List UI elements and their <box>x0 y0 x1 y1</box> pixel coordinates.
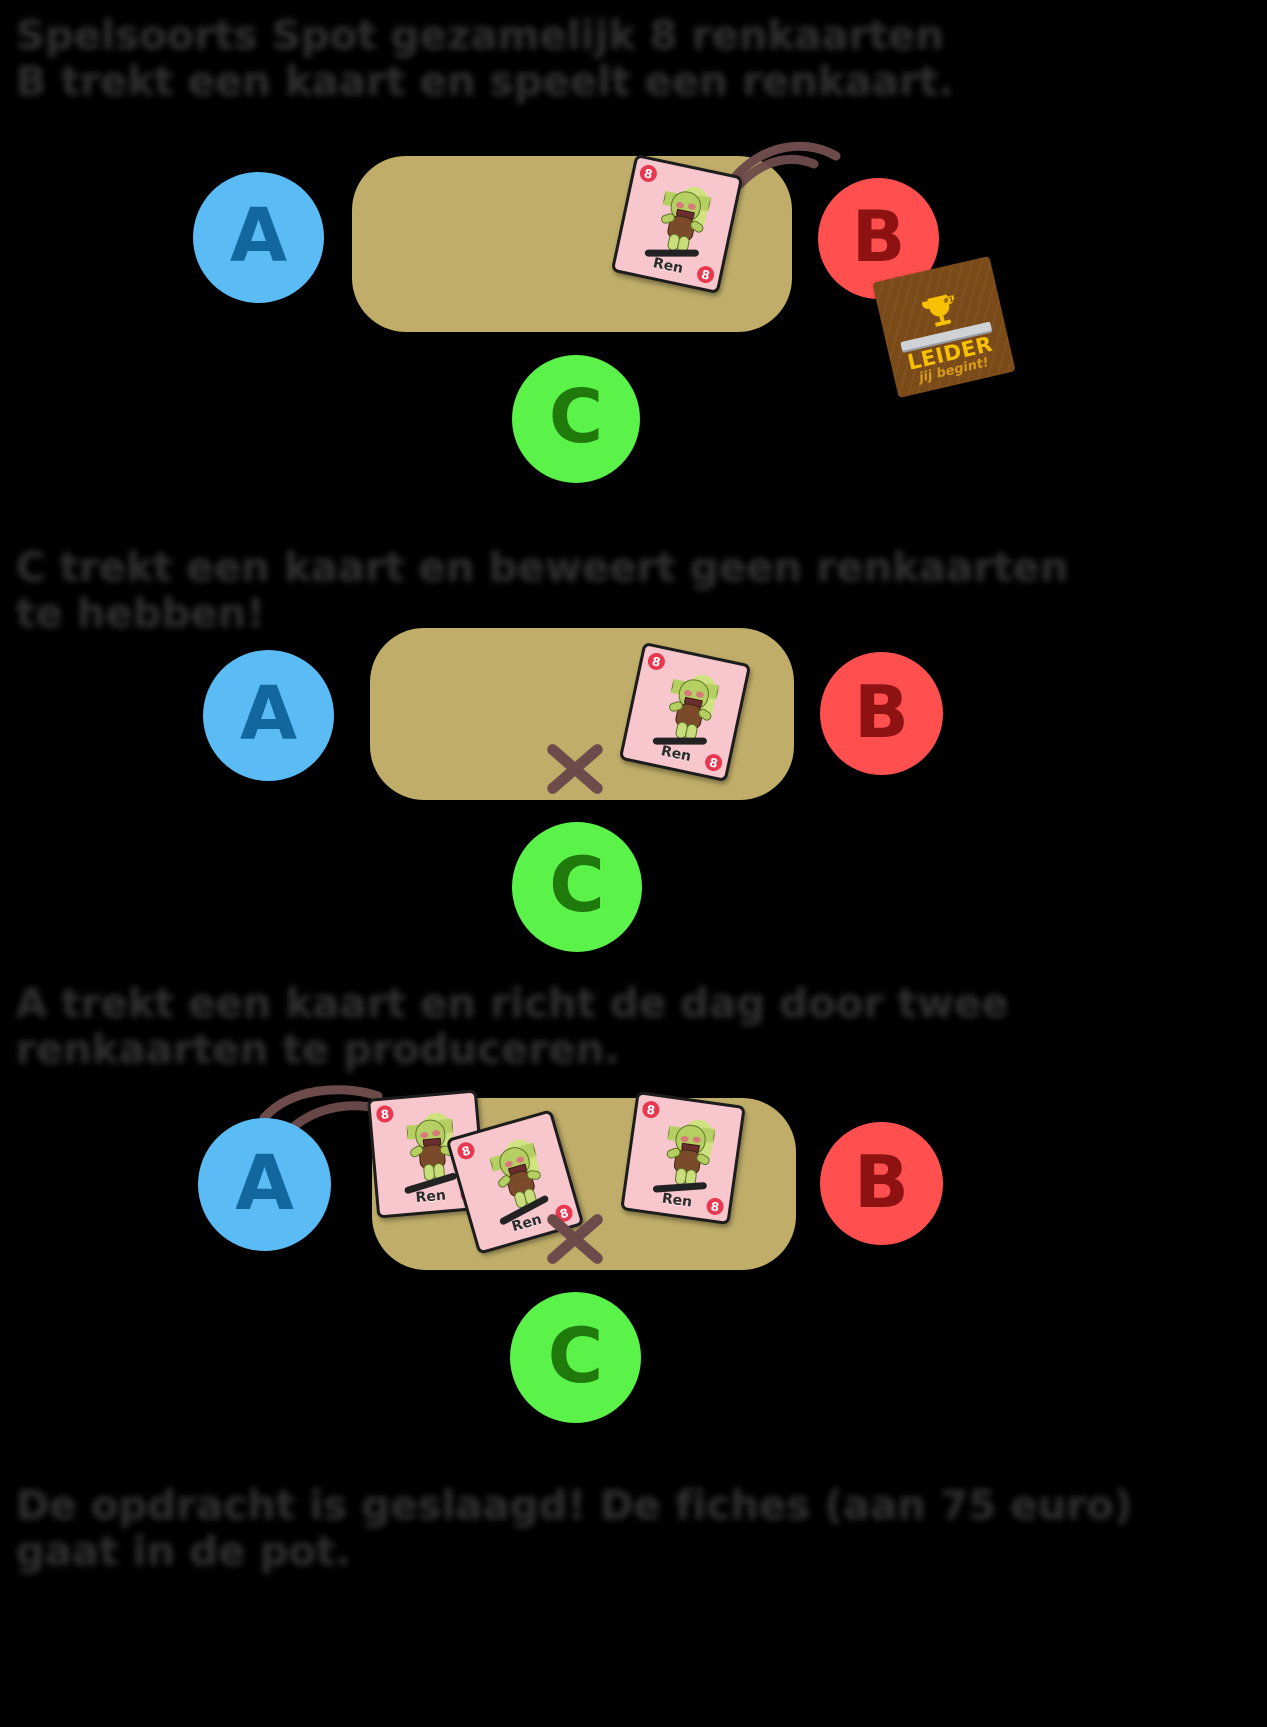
player-token-a-2: A <box>203 650 334 781</box>
player-token-a-3: A <box>198 1118 331 1251</box>
player-token-a-1: A <box>193 172 324 303</box>
ren-card: 8 8 Ren <box>620 1090 746 1226</box>
player-token-c-1: C <box>512 355 640 483</box>
player-token-c-2: C <box>512 822 642 952</box>
caption-panel-4: De opdracht is geslaagd! De fiches (aan … <box>16 1483 1133 1575</box>
caption-panel-1: Spelsoorts Spot gezamelijk 8 renkaarten … <box>16 13 954 105</box>
player-a-label: A <box>235 1137 294 1227</box>
caption-panel-3: A trekt een kaart en richt de dag door t… <box>16 981 1009 1073</box>
svg-text:#1: #1 <box>942 295 954 305</box>
player-a-label: A <box>239 670 298 757</box>
panel-2: A B C 8 8 <box>203 628 943 952</box>
no-card-x-mark <box>540 1208 610 1270</box>
player-token-b-3: B <box>820 1122 943 1245</box>
player-c-label: C <box>547 1310 604 1400</box>
player-c-label: C <box>548 374 604 460</box>
trophy-icon: #1 <box>915 288 967 339</box>
player-token-c-3: C <box>510 1292 641 1423</box>
player-c-label: C <box>549 840 605 929</box>
panel-3: A B C 8 8 <box>198 1085 943 1423</box>
panel-1: A B C 8 8 <box>0 0 1267 520</box>
player-b-label: B <box>854 669 909 754</box>
player-b-label: B <box>854 1139 909 1224</box>
leader-badge: #1 LEIDER jij begint! <box>872 256 1016 398</box>
player-a-label: A <box>229 192 288 279</box>
player-token-b-2: B <box>820 652 943 775</box>
caption-panel-2: C trekt een kaart en beweert geen renkaa… <box>16 545 1069 637</box>
player-b-label: B <box>851 195 906 278</box>
